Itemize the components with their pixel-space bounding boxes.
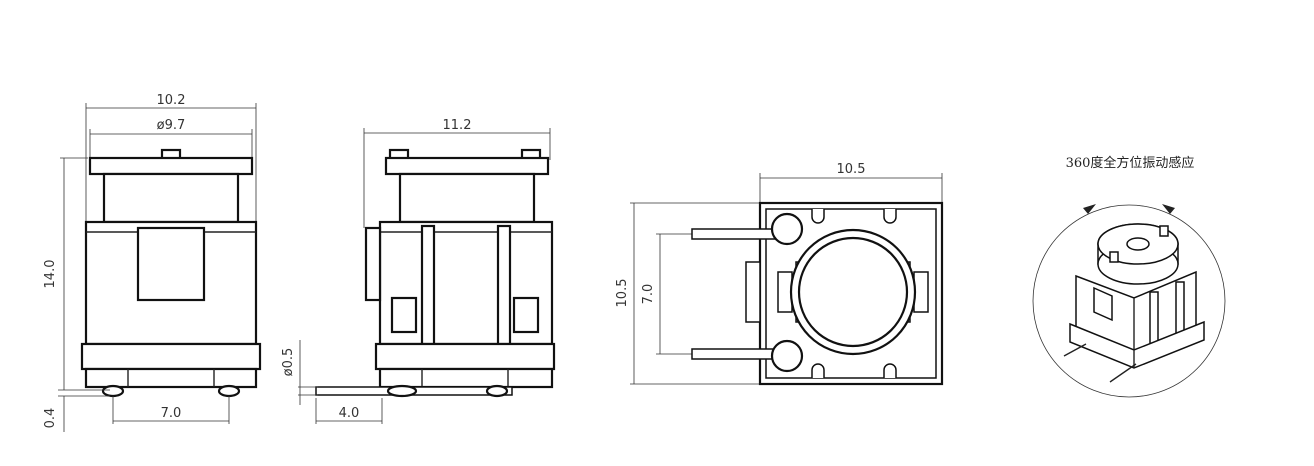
front-height-dim: 14.0 bbox=[43, 260, 58, 289]
isometric-view: 360度全方位振动感应 bbox=[1032, 155, 1226, 398]
bottom-pitch-dim: 7.0 bbox=[641, 284, 656, 305]
iso-caption: 360度全方位振动感应 bbox=[1066, 155, 1195, 171]
front-diameter-dim: ø9.7 bbox=[157, 118, 186, 133]
rotation-arrow-left-icon bbox=[1083, 204, 1096, 214]
rotation-circle bbox=[1032, 204, 1226, 398]
bottom-view: 10.5 10.5 7.0 bbox=[615, 162, 944, 386]
side-view: 11.2 ø0.5 4.0 bbox=[281, 118, 556, 424]
rotation-arrow-right-icon bbox=[1162, 204, 1175, 214]
front-width-dim: 10.2 bbox=[157, 93, 186, 108]
front-offset-dim: 0.4 bbox=[43, 408, 58, 429]
bottom-height-dim: 10.5 bbox=[615, 279, 630, 308]
side-pin-len-dim: 4.0 bbox=[339, 406, 360, 421]
side-pin-dia-dim: ø0.5 bbox=[281, 348, 296, 377]
side-width-dim: 11.2 bbox=[443, 118, 472, 133]
front-pitch-dim: 7.0 bbox=[161, 406, 182, 421]
bottom-width-dim: 10.5 bbox=[837, 162, 866, 177]
front-view: 10.2 ø9.7 14.0 0.4 7.0 bbox=[43, 93, 262, 432]
